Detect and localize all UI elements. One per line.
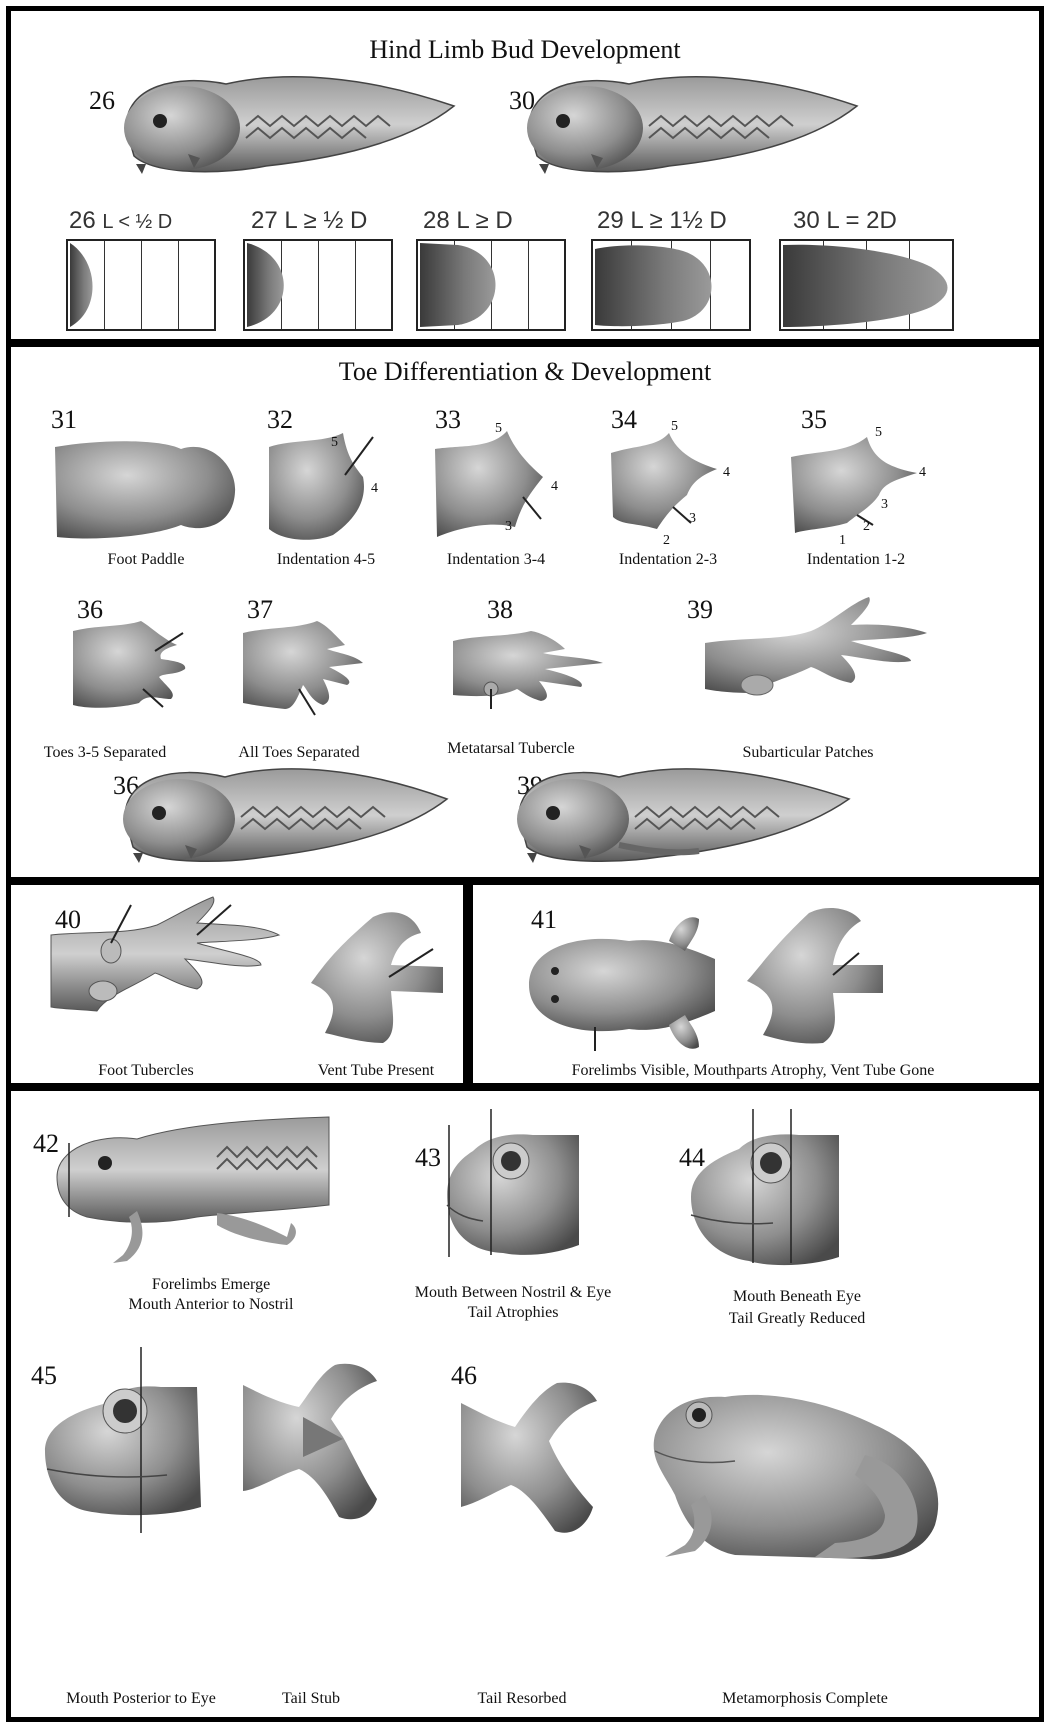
stage-42-caption-line1: Forelimbs Emerge	[111, 1275, 311, 1295]
stage-38-number: 38	[487, 595, 513, 625]
stage-33-caption: Indentation 3-4	[421, 550, 571, 570]
subarticular-patches-illustration	[701, 593, 941, 723]
foot-paddle-illustration	[51, 437, 241, 547]
toe-number-4: 4	[371, 481, 378, 497]
stage-35-number: 35	[801, 405, 827, 435]
stage-35-caption: Indentation 1-2	[781, 550, 931, 570]
all-toes-separated-illustration	[237, 619, 377, 719]
bud-stage-rule: L < ½ D	[102, 211, 172, 233]
stage-43-caption-line2: Tail Atrophies	[403, 1303, 623, 1323]
bud-stage-rule: L ≥ D	[456, 207, 512, 234]
bud-stage-num: 26	[69, 207, 96, 234]
limb-bud-shape	[68, 241, 214, 329]
bud-stage-26-box	[66, 239, 216, 331]
toe-number-4: 4	[919, 465, 926, 481]
stage-44-caption-line2: Tail Greatly Reduced	[687, 1309, 907, 1329]
indentation-1-2-illustration	[787, 433, 927, 543]
foot-tubercles-illustration	[47, 895, 287, 1025]
bud-stage-num: 29	[597, 207, 624, 234]
toe-number-2: 2	[863, 519, 870, 535]
bud-stage-27-label: 27 L ≥ ½ D	[251, 207, 367, 235]
toe-number-3: 3	[689, 511, 696, 527]
tadpole-stage-36-illustration	[115, 755, 455, 867]
stage-45-caption2: Tail Stub	[261, 1689, 361, 1709]
vent-tube-gone-illustration	[743, 901, 893, 1051]
bud-stage-num: 30	[793, 207, 820, 234]
stage-41-caption: Forelimbs Visible, Mouthparts Atrophy, V…	[473, 1061, 1033, 1081]
toe-number-5: 5	[875, 425, 882, 441]
bud-stage-27-box	[243, 239, 393, 331]
bud-stage-29-box	[591, 239, 751, 331]
limb-bud-shape	[418, 241, 564, 329]
stage-42-caption-line2: Mouth Anterior to Nostril	[111, 1295, 311, 1315]
stage-31-caption: Foot Paddle	[41, 550, 251, 570]
bud-stage-rule: L ≥ 1½ D	[630, 207, 726, 234]
mouth-between-nostril-eye-illustration	[433, 1105, 593, 1275]
vent-tube-present-caption: Vent Tube Present	[301, 1061, 451, 1081]
hind-limb-panel: Hind Limb Bud Development 26 30 26 L < ½…	[6, 6, 1044, 344]
tadpole-stage-30-illustration	[519, 66, 869, 176]
bud-stage-28-label: 28 L ≥ D	[423, 207, 513, 235]
foot-tubercles-caption: Foot Tubercles	[71, 1061, 221, 1081]
stage-41-panel: 41 Forelimbs Visible, Mouthparts Atrophy…	[468, 880, 1044, 1088]
stage-34-number: 34	[611, 405, 637, 435]
tail-stub-illustration	[239, 1359, 389, 1529]
mouth-beneath-eye-illustration	[679, 1105, 849, 1285]
stage-31-number: 31	[51, 405, 77, 435]
tadpole-stage-39-illustration	[509, 755, 859, 867]
adult-frog-illustration	[635, 1365, 955, 1575]
indentation-3-4-illustration	[431, 427, 571, 547]
toe-number-5: 5	[331, 435, 338, 451]
tail-resorbed-illustration	[457, 1377, 607, 1547]
toe-panel: Toe Differentiation & Development 31 Foo…	[6, 342, 1044, 882]
toe-number-5: 5	[495, 421, 502, 437]
bud-stage-rule: L ≥ ½ D	[284, 207, 367, 234]
toe-number-3: 3	[505, 519, 512, 535]
bud-stage-29-label: 29 L ≥ 1½ D	[597, 207, 727, 235]
metatarsal-tubercle-illustration	[447, 627, 617, 717]
bud-stage-rule: L = 2D	[826, 207, 897, 234]
bud-stage-num: 28	[423, 207, 450, 234]
metamorphosis-panel: 42 Forelimbs Emerge Mouth Anterior to No…	[6, 1086, 1044, 1722]
stage-45-caption1: Mouth Posterior to Eye	[51, 1689, 231, 1709]
forelimbs-emerge-illustration	[47, 1113, 337, 1273]
limb-bud-shape	[781, 241, 952, 329]
mouth-posterior-to-eye-illustration	[37, 1347, 217, 1537]
bud-stage-28-box	[416, 239, 566, 331]
limb-bud-shape	[245, 241, 391, 329]
toes-3-5-separated-illustration	[67, 617, 207, 717]
limb-bud-shape	[593, 241, 749, 329]
bud-stage-30-label: 30 L = 2D	[793, 207, 897, 235]
stage-44-caption-line1: Mouth Beneath Eye	[687, 1287, 907, 1307]
toe-number-5: 5	[671, 419, 678, 435]
toe-number-4: 4	[723, 465, 730, 481]
bud-stage-num: 27	[251, 207, 278, 234]
stage-43-caption-line1: Mouth Between Nostril & Eye	[403, 1283, 623, 1303]
toe-title: Toe Differentiation & Development	[11, 357, 1039, 387]
tadpole-label-26: 26	[89, 86, 115, 116]
toe-number-2: 2	[663, 533, 670, 549]
stage-32-caption: Indentation 4-5	[251, 550, 401, 570]
toe-number-4: 4	[551, 479, 558, 495]
stage-46-caption2: Metamorphosis Complete	[705, 1689, 905, 1709]
tadpole-stage-26-illustration	[116, 66, 466, 176]
hind-limb-title: Hind Limb Bud Development	[11, 35, 1039, 65]
indentation-2-3-illustration	[607, 433, 727, 543]
bud-stage-30-box	[779, 239, 954, 331]
toe-number-3: 3	[881, 497, 888, 513]
stage-46-caption1: Tail Resorbed	[457, 1689, 587, 1709]
stage-34-caption: Indentation 2-3	[593, 550, 743, 570]
bud-stage-26-label: 26 L < ½ D	[69, 207, 172, 235]
toe-number-1: 1	[839, 533, 846, 549]
vent-tube-present-illustration	[303, 907, 453, 1047]
forelimbs-visible-illustration	[519, 907, 729, 1057]
stage-40-panel: 40 Foot Tubercles Vent Tube Present	[6, 880, 468, 1088]
